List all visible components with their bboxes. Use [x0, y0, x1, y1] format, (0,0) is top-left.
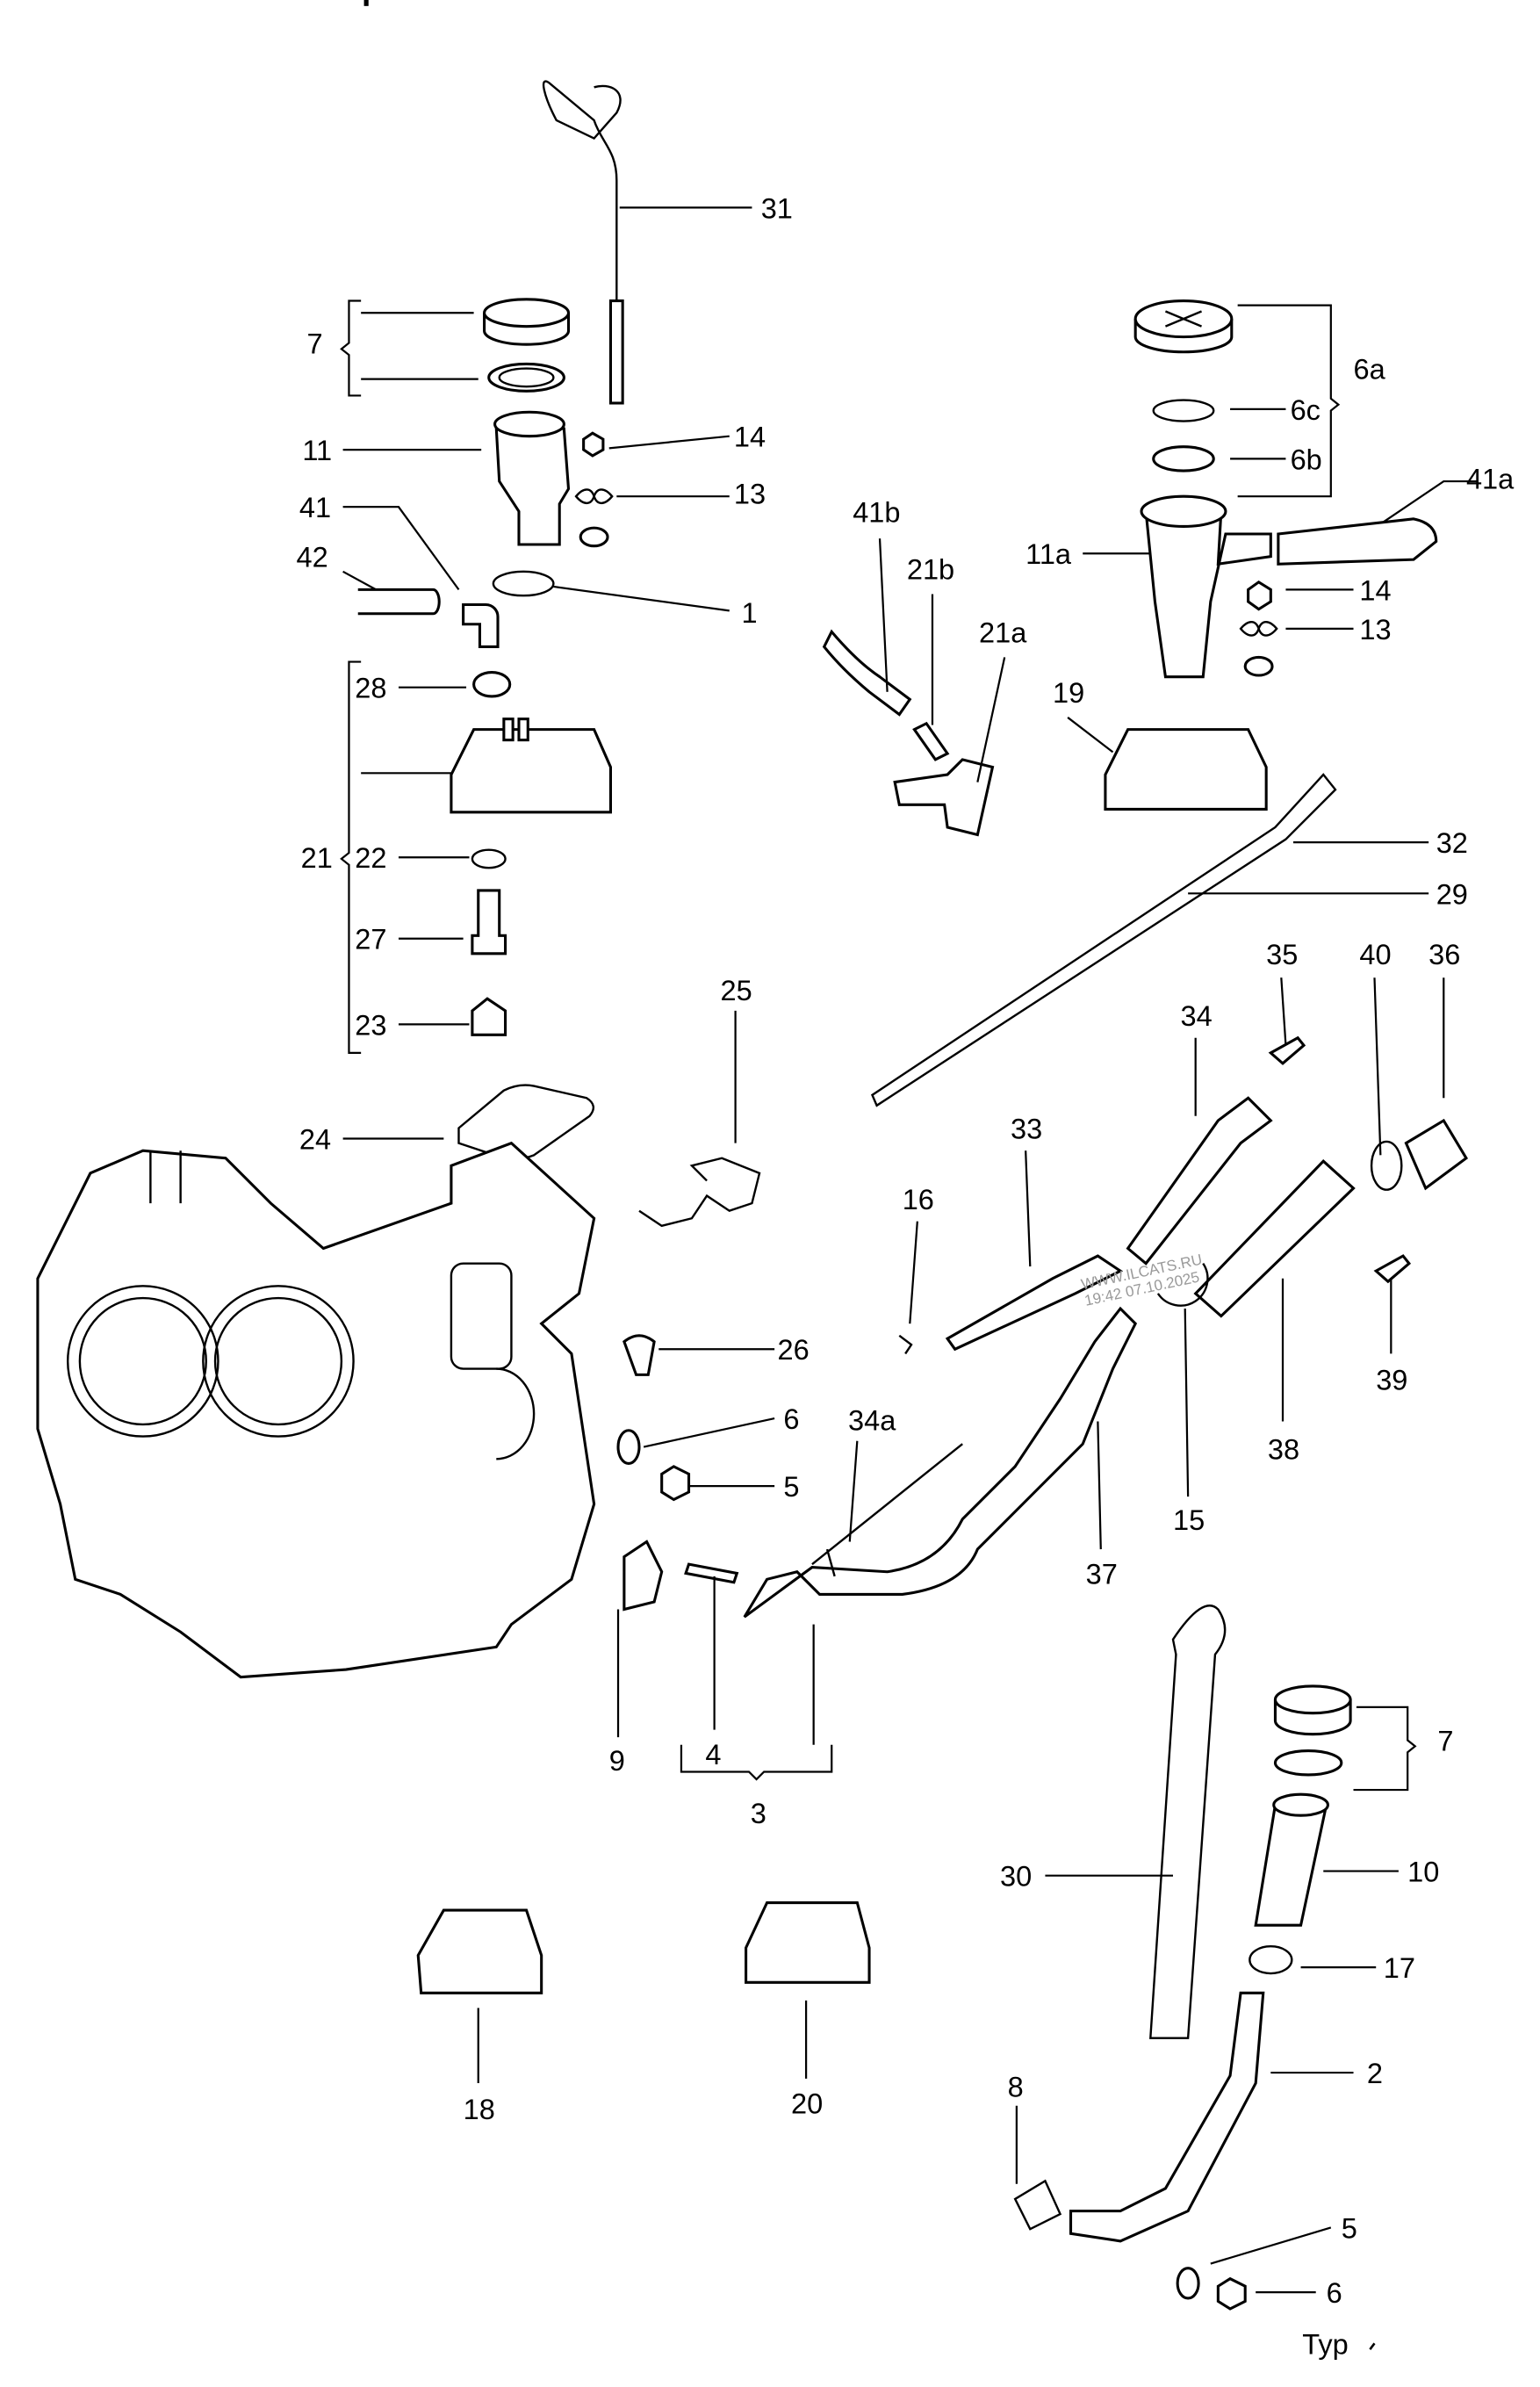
dipstick-tube-group — [898, 1035, 1469, 1355]
callout-39: 39 — [1376, 1365, 1407, 1396]
oil-filler-11a — [1104, 299, 1438, 811]
callout-31: 31 — [761, 192, 793, 224]
callout-30: 30 — [1000, 1861, 1032, 1893]
callout-6-bottom: 6 — [1327, 2277, 1342, 2309]
callout-21b: 21b — [907, 553, 954, 585]
top-mark — [363, 0, 369, 6]
callout-8: 8 — [1008, 2071, 1024, 2102]
callout-21: 21 — [301, 842, 333, 874]
filler-cap-7-top — [483, 298, 571, 393]
oil-filler-11 — [492, 410, 614, 597]
oil-pipe-3 — [743, 1306, 1138, 1619]
callout-24: 24 — [299, 1123, 331, 1155]
callout-37: 37 — [1086, 1558, 1118, 1590]
elbow-41 — [462, 602, 500, 648]
callout-5: 5 — [783, 1471, 799, 1503]
gasket-24 — [457, 1084, 595, 1161]
callout-42: 42 — [297, 542, 328, 573]
callout-6c: 6c — [1291, 394, 1321, 426]
callout-13: 13 — [734, 479, 766, 510]
callout-38: 38 — [1268, 1433, 1299, 1465]
callout-15: 15 — [1173, 1504, 1205, 1536]
callout-34a: 34a — [848, 1405, 896, 1437]
callout-14-right: 14 — [1359, 574, 1391, 606]
dipstick-31 — [542, 80, 624, 405]
stud-4 — [684, 1562, 739, 1584]
callout-28: 28 — [355, 673, 386, 704]
pipe-21b — [912, 721, 950, 761]
callout-10: 10 — [1407, 1857, 1439, 1888]
callout-18: 18 — [464, 2094, 495, 2125]
callout-40: 40 — [1359, 939, 1391, 970]
callout-14: 14 — [734, 422, 766, 453]
nut-5 — [660, 1465, 691, 1502]
callout-22: 22 — [355, 842, 386, 874]
crankcase — [36, 1141, 596, 1679]
callout-35: 35 — [1266, 939, 1298, 970]
hose-42 — [357, 588, 441, 616]
callout-36: 36 — [1428, 939, 1460, 970]
part-drawings — [36, 0, 1469, 2311]
callout-34: 34 — [1181, 1000, 1213, 1032]
callout-17: 17 — [1384, 1952, 1415, 1984]
washer-6 — [616, 1429, 641, 1465]
callout-33: 33 — [1011, 1113, 1042, 1144]
callout-5-bottom: 5 — [1342, 2212, 1357, 2244]
callout-3: 3 — [751, 1798, 766, 1829]
callout-6: 6 — [783, 1403, 799, 1435]
callout-2: 2 — [1367, 2058, 1383, 2089]
type-footer: Typ — [1302, 2328, 1348, 2360]
callout-11a: 11a — [1025, 538, 1072, 570]
callout-27: 27 — [355, 924, 386, 956]
callout-1: 1 — [741, 597, 757, 629]
callout-21a: 21a — [979, 617, 1027, 648]
callout-7-bottom: 7 — [1437, 1726, 1453, 1757]
callout-32: 32 — [1436, 827, 1468, 859]
elbow-21a — [893, 758, 995, 837]
callout-19: 19 — [1053, 677, 1084, 709]
callout-labels: 31 7 11 14 13 41 42 1 21 28 22 27 23 24 … — [297, 192, 1515, 2360]
callout-6b: 6b — [1291, 444, 1322, 475]
filler-group-bottom — [1013, 1605, 1352, 2311]
callout-9: 9 — [609, 1745, 625, 1777]
bend-26 — [622, 1334, 656, 1376]
hose-41b — [822, 629, 912, 717]
leader-lines — [340, 206, 1477, 2294]
breather-20 — [745, 1900, 871, 1984]
callout-41: 41 — [299, 492, 331, 523]
callout-41a: 41a — [1466, 464, 1515, 495]
callout-16: 16 — [903, 1184, 934, 1215]
callout-11: 11 — [302, 435, 332, 466]
callout-7: 7 — [306, 328, 322, 359]
footer-mark — [1369, 2342, 1376, 2350]
breather-21 — [450, 671, 612, 1036]
breather-18 — [416, 1908, 543, 1994]
callout-4: 4 — [705, 1739, 721, 1770]
callout-13-right: 13 — [1359, 614, 1391, 645]
gasket-9 — [622, 1540, 664, 1612]
callout-26: 26 — [778, 1334, 810, 1366]
dipstick-29 — [870, 773, 1337, 1107]
callout-20: 20 — [791, 2088, 823, 2119]
callout-6a: 6a — [1354, 354, 1386, 386]
callout-29: 29 — [1436, 878, 1468, 910]
callout-25: 25 — [720, 975, 752, 1006]
clip-25 — [638, 1157, 761, 1228]
callout-23: 23 — [355, 1009, 386, 1041]
callout-41b: 41b — [853, 496, 900, 528]
